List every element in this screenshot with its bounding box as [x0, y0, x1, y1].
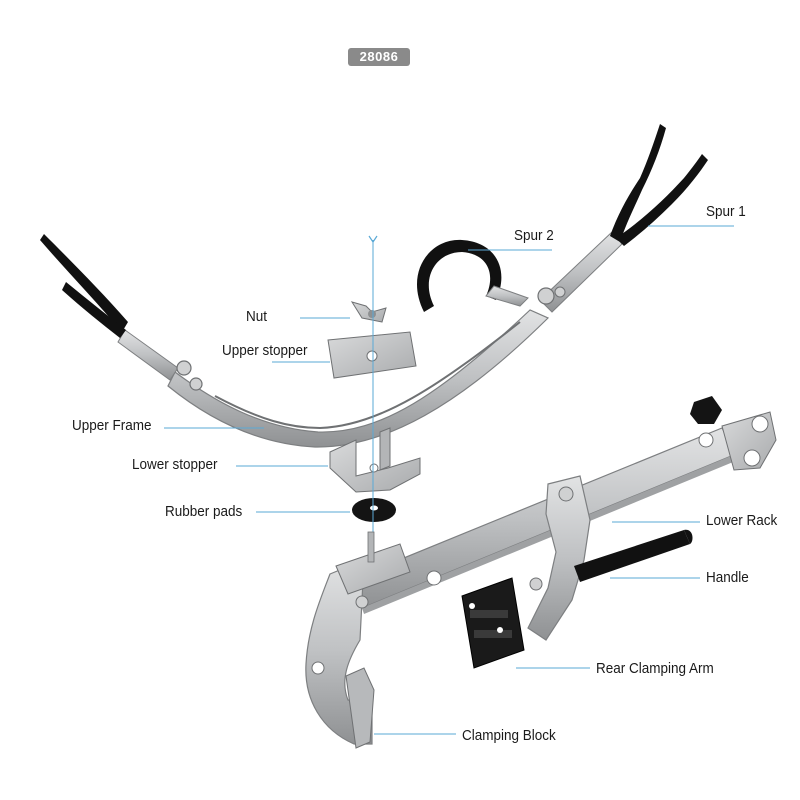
left-spur-grip: [40, 234, 128, 338]
label-upper-frame: Upper Frame: [72, 417, 152, 434]
label-rubber-pads: Rubber pads: [165, 503, 243, 520]
product-code-badge: 28086: [348, 48, 410, 66]
lower-stopper-part: [329, 427, 421, 493]
upper-stopper-part: [327, 331, 417, 379]
label-lower-stopper: Lower stopper: [132, 456, 218, 473]
spur-2-part: [416, 239, 529, 312]
rear-clamping-arm-part: [461, 475, 591, 669]
upper-frame-part: [167, 309, 550, 448]
label-spur-1: Spur 1: [706, 203, 746, 220]
spur-1-part: [537, 124, 708, 313]
clamping-block-part: [345, 667, 375, 749]
rubber-pad-part: [352, 498, 396, 522]
lower-rack-part: [349, 396, 777, 614]
label-lower-rack: Lower Rack: [706, 512, 778, 529]
wing-nut-part: [350, 301, 387, 323]
label-rear-clamping-arm: Rear Clamping Arm: [596, 660, 714, 677]
label-nut: Nut: [246, 308, 268, 325]
label-clamping-block: Clamping Block: [462, 727, 556, 744]
label-spur-2: Spur 2: [514, 227, 554, 244]
left-spur-arm: [117, 329, 203, 391]
label-upper-stopper: Upper stopper: [222, 342, 308, 359]
leader-lines: [164, 225, 734, 735]
handle-part: [574, 529, 693, 582]
label-handle: Handle: [706, 569, 749, 586]
assembly-axis: [368, 235, 378, 540]
clamp-body-part: [305, 531, 411, 745]
